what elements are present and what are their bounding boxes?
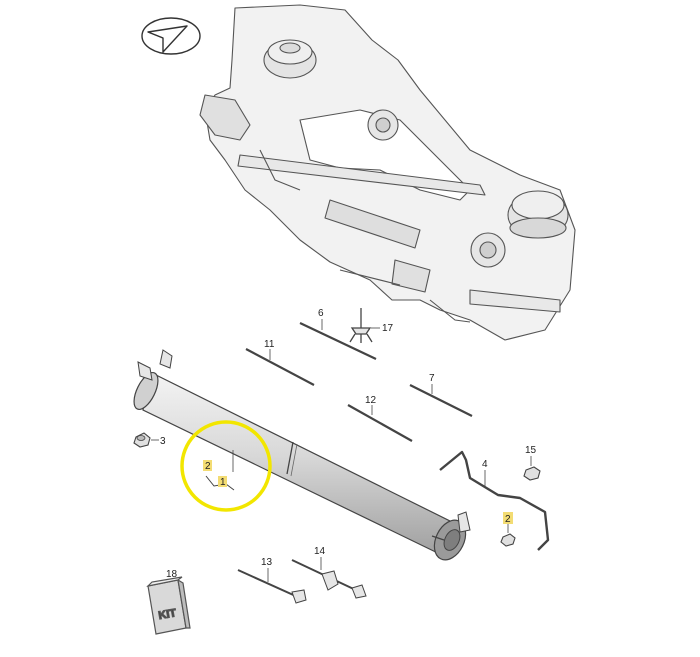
callout-13: 13 (261, 557, 273, 568)
callout-2-left-text: 2 (205, 461, 211, 472)
callout-12: 12 (365, 395, 377, 406)
part-4-bent-pipe (439, 450, 550, 551)
kit-box-icon: KIT (146, 576, 191, 635)
main-tube-assembly (133, 349, 471, 561)
callout-4: 4 (482, 459, 488, 470)
callout-15: 15 (525, 445, 537, 456)
part-13-cable-tie (237, 568, 307, 604)
callout-17: 17 (382, 323, 394, 334)
part-15-nut (523, 456, 541, 481)
part-17-clip (349, 308, 380, 343)
callout-7: 7 (429, 373, 435, 384)
callout-1-text: 1 (220, 477, 226, 488)
callout-6: 6 (318, 308, 324, 319)
part-3-nut (133, 432, 159, 448)
callout-14: 14 (314, 546, 326, 557)
orientation-arrow-icon (141, 17, 201, 55)
part-6-rod (299, 319, 377, 360)
front-axle-subframe (199, 4, 576, 341)
part-2-nut-right (500, 523, 516, 547)
part-14-cable-tie (291, 557, 367, 599)
callout-11: 11 (264, 339, 275, 350)
callout-3: 3 (160, 436, 166, 447)
callout-2-right: 2 (503, 512, 513, 525)
part-12-rod (347, 404, 413, 442)
callout-2-left: 2 (203, 460, 212, 472)
callout-1: 1 (218, 476, 227, 488)
part-11-rod (245, 348, 315, 386)
part-7-rod (409, 384, 473, 417)
callout-18: 18 (166, 569, 178, 580)
callout-2-right-text: 2 (505, 514, 511, 525)
kit-label: KIT (158, 607, 178, 622)
